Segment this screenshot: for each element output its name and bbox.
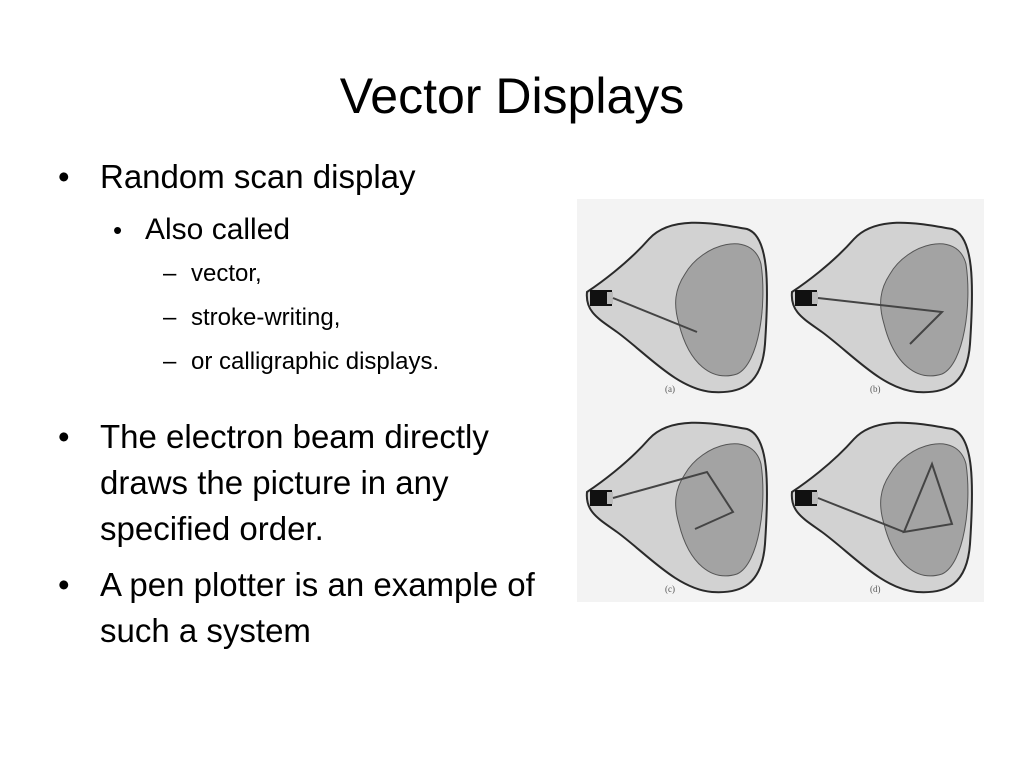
panel-label: (d) bbox=[870, 584, 881, 594]
bullet-list: • Random scan display • Also called – ve… bbox=[58, 154, 578, 654]
bullet-dot: • bbox=[58, 158, 70, 195]
bullet-dot: • bbox=[113, 215, 123, 245]
crt-beam-figure: (a) (b) (c) (d) bbox=[577, 199, 984, 602]
bullet-text: The electron beam directly draws the pic… bbox=[100, 418, 489, 547]
bullet-dash: – bbox=[163, 260, 177, 287]
panel-label: (c) bbox=[665, 584, 675, 594]
bullet-dot: • bbox=[58, 566, 70, 603]
bullet-dash: – bbox=[163, 304, 177, 331]
bullet-random-scan: • Random scan display bbox=[58, 154, 578, 200]
bullet-text: vector, bbox=[191, 260, 262, 287]
panel-label: (b) bbox=[870, 384, 881, 394]
bullet-text: stroke-writing, bbox=[191, 304, 341, 331]
bullet-dot: • bbox=[58, 418, 70, 455]
crt-panel-a: (a) bbox=[585, 221, 769, 394]
bullet-text: A pen plotter is an example of such a sy… bbox=[100, 566, 535, 649]
bullet-text: or calligraphic displays. bbox=[191, 348, 440, 375]
bullet-calligraphic: – or calligraphic displays. bbox=[58, 340, 578, 384]
bullet-text: Random scan display bbox=[100, 158, 416, 195]
crt-panel-d: (d) bbox=[790, 421, 974, 594]
bullet-vector: – vector, bbox=[58, 252, 578, 296]
bullet-electron-beam: • The electron beam directly draws the p… bbox=[58, 414, 578, 552]
panel-label: (a) bbox=[665, 384, 675, 394]
bullet-stroke-writing: – stroke-writing, bbox=[58, 296, 578, 340]
bullet-pen-plotter: • A pen plotter is an example of such a … bbox=[58, 562, 578, 654]
slide-title: Vector Displays bbox=[339, 68, 685, 124]
bullet-text: Also called bbox=[145, 213, 291, 246]
bullet-also-called: • Also called bbox=[58, 208, 578, 252]
crt-panel-c: (c) bbox=[585, 421, 769, 594]
bullet-dash: – bbox=[163, 348, 177, 375]
crt-panel-b: (b) bbox=[790, 221, 974, 394]
